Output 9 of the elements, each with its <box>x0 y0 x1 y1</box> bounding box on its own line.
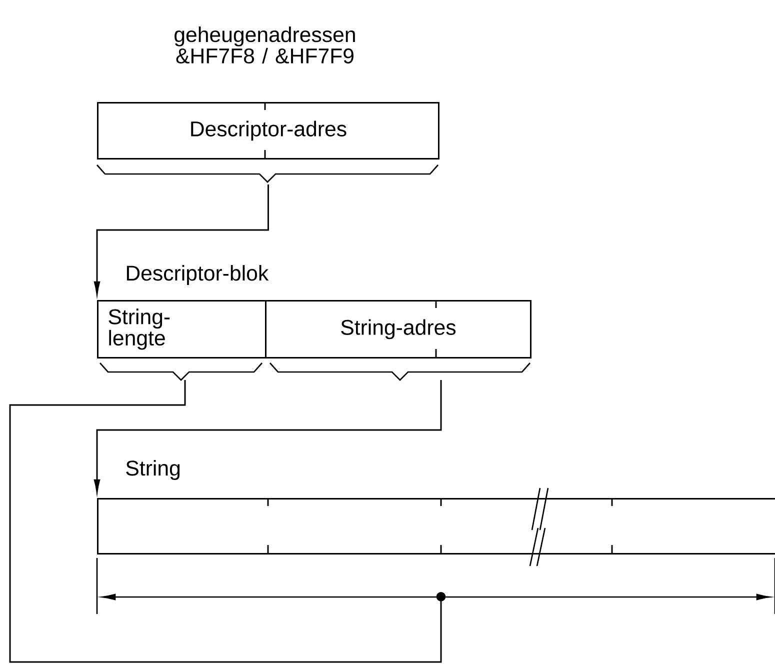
block-heading: Descriptor-blok <box>126 265 269 285</box>
connector-line <box>94 184 269 295</box>
address-cell: String-adres <box>265 300 532 358</box>
connector-line <box>9 380 446 663</box>
string-heading: String <box>126 460 180 480</box>
length-cell: String- lengte <box>97 300 266 358</box>
address-box: Descriptor-adres <box>97 102 440 160</box>
connector-line <box>94 380 442 493</box>
address-heading: geheugenadressen &HF7F8 / &HF7F9 <box>174 26 355 64</box>
